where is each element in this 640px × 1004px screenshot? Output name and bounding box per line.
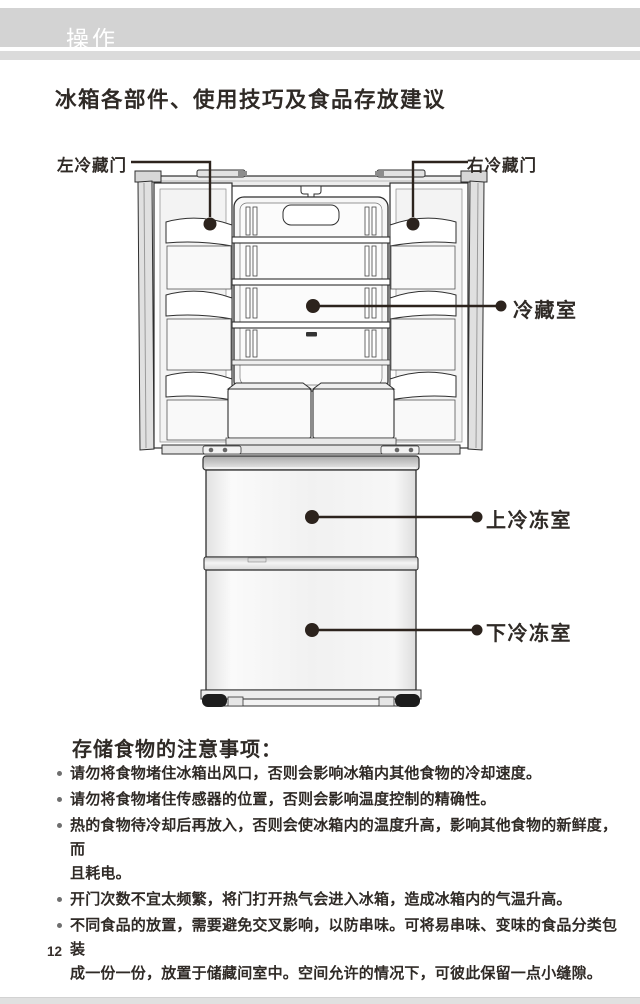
upper-freezer-drawer: [202, 455, 420, 558]
bullet-icon: [57, 797, 62, 802]
bullet-icon: [57, 923, 62, 928]
fridge-interior: [225, 196, 397, 446]
page-title: 冰箱各部件、使用技巧及食品存放建议: [55, 88, 447, 112]
label-left-fridge-door: 左冷藏门: [57, 157, 127, 175]
notes-heading: 存储食物的注意事项：: [72, 739, 282, 761]
bullet-icon: [57, 897, 62, 902]
bullet-icon: [57, 771, 62, 776]
note-text: 开门次数不宜太频繁，将门打开热气会进入冰箱，造成冰箱内的气温升高。: [70, 891, 572, 908]
note-item: 请勿将食物堵住传感器的位置，否则会影响温度控制的精确性。: [57, 788, 629, 812]
note-text: 请勿将食物堵住冰箱出风口，否则会影响冰箱内其他食物的冷却速度。: [70, 765, 542, 782]
note-item: 开门次数不宜太频繁，将门打开热气会进入冰箱，造成冰箱内的气温升高。: [57, 888, 629, 912]
notes-list: 请勿将食物堵住冰箱出风口，否则会影响冰箱内其他食物的冷却速度。 请勿将食物堵住传…: [57, 762, 629, 988]
bullet-icon: [57, 823, 62, 828]
note-item: 热的食物待冷却后再放入，否则会使冰箱内的温度升高，影响其他食物的新鲜度，而 且耗…: [57, 814, 629, 886]
label-right-fridge-door: 右冷藏门: [467, 157, 537, 175]
note-text: 热的食物待冷却后再放入，否则会使冰箱内的温度升高，影响其他食物的新鲜度，而 且耗…: [70, 817, 618, 882]
label-lower-freezer: 下冷冻室: [486, 623, 572, 645]
section-label: 操作: [66, 26, 118, 52]
note-text: 请勿将食物堵住传感器的位置，否则会影响温度控制的精确性。: [70, 791, 496, 808]
header-sub-band: [0, 51, 640, 60]
callout-dots: [203, 217, 507, 637]
footer-band: [0, 997, 640, 1004]
header-band: 操作: [0, 8, 640, 52]
fridge-base: [200, 689, 422, 707]
label-upper-freezer: 上冷冻室: [486, 510, 572, 532]
middle-hinge-rail: [161, 444, 461, 455]
note-item: 请勿将食物堵住冰箱出风口，否则会影响冰箱内其他食物的冷却速度。: [57, 762, 629, 786]
callout-lines: [131, 160, 501, 632]
right-fridge-door: [389, 170, 488, 451]
note-item: 不同食品的放置，需要避免交叉影响，以防串味。可将易串味、变味的食品分类包装 成一…: [57, 914, 629, 986]
page-number: 12: [47, 944, 63, 959]
note-text: 不同食品的放置，需要避免交叉影响，以防串味。可将易串味、变味的食品分类包装 成一…: [70, 917, 618, 982]
left-fridge-door: [134, 170, 233, 451]
label-fridge-compartment: 冷藏室: [513, 300, 578, 322]
